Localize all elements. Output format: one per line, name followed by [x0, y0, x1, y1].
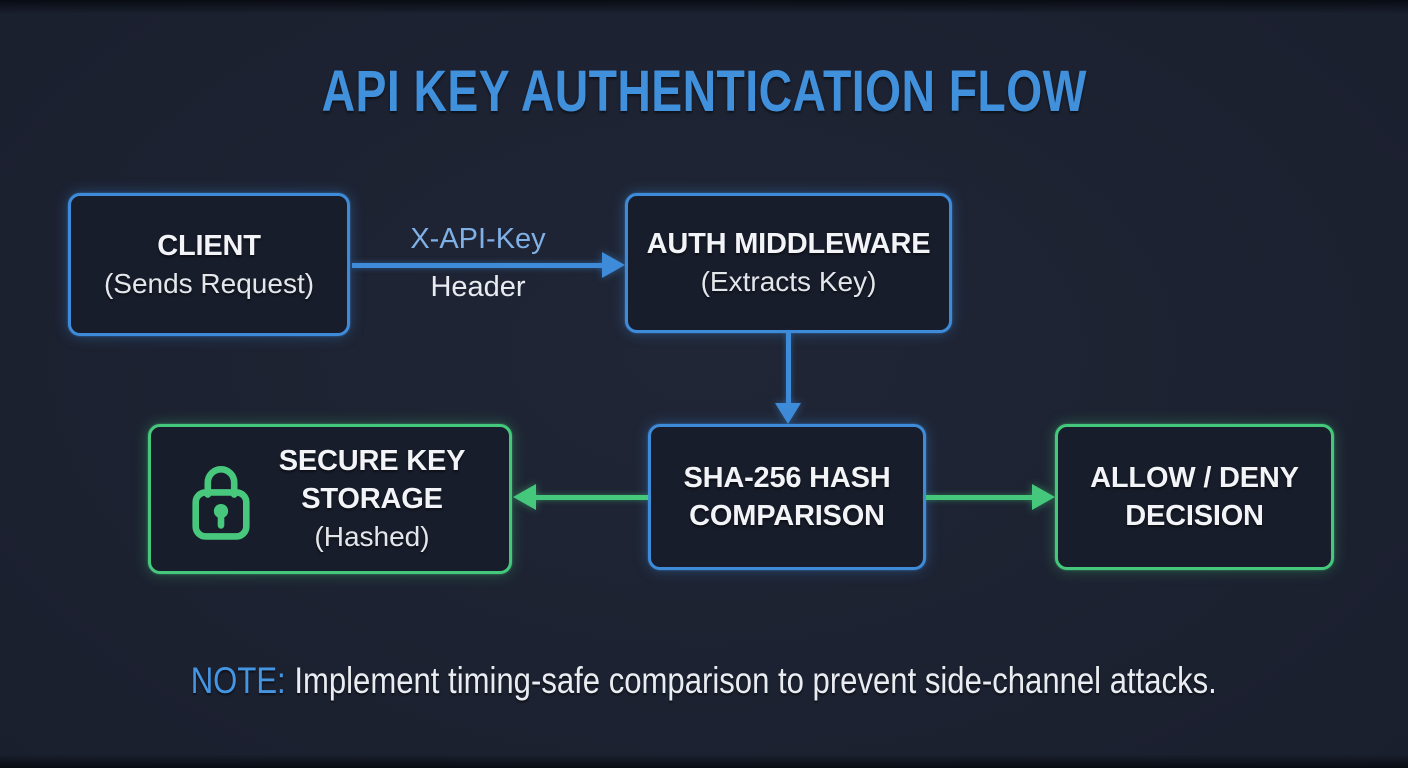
node-sha256-comparison: SHA-256 HASH COMPARISON: [648, 424, 926, 570]
node-auth-middleware-title: AUTH MIDDLEWARE: [646, 228, 931, 260]
arrow-line: [786, 333, 791, 405]
page-title: API KEY AUTHENTICATION FLOW: [0, 58, 1408, 125]
node-storage-title-line2: STORAGE: [301, 483, 443, 515]
edge-label-header: Header: [430, 271, 526, 303]
arrow-head-left-icon: [513, 484, 536, 510]
note-prefix: NOTE:: [190, 660, 286, 701]
node-client-subtitle: (Sends Request): [103, 267, 315, 299]
node-allow-deny-decision: ALLOW / DENY DECISION: [1055, 424, 1334, 570]
node-auth-middleware: AUTH MIDDLEWARE (Extracts Key): [625, 193, 952, 333]
node-client: CLIENT (Sends Request): [68, 193, 350, 336]
node-storage-subtitle: (Hashed): [314, 521, 430, 552]
page-title-text: API KEY AUTHENTICATION FLOW: [321, 59, 1087, 124]
node-client-title: CLIENT: [157, 229, 261, 262]
arrow-head-right-icon: [602, 252, 625, 278]
node-sha256-title-line1: SHA-256 HASH: [683, 462, 891, 494]
arrow-line: [535, 495, 648, 500]
note: NOTE: Implement timing-safe comparison t…: [0, 660, 1408, 702]
node-decision-title-line2: DECISION: [1125, 500, 1264, 532]
node-storage-title-line1: SECURE KEY: [278, 445, 466, 477]
edge-label-x-api-key: X-API-Key: [410, 223, 546, 255]
node-decision-title-line1: ALLOW / DENY: [1090, 462, 1299, 494]
node-auth-middleware-subtitle: (Extracts Key): [700, 266, 877, 297]
arrow-line: [352, 263, 604, 268]
arrow-head-right-icon: [1032, 484, 1055, 510]
arrow-line: [926, 495, 1033, 500]
note-text: Implement timing-safe comparison to prev…: [294, 660, 1218, 701]
arrow-head-down-icon: [775, 403, 801, 424]
node-secure-key-storage: SECURE KEY STORAGE (Hashed): [148, 424, 512, 574]
lock-icon: [185, 455, 257, 543]
node-sha256-title-line2: COMPARISON: [689, 500, 885, 532]
